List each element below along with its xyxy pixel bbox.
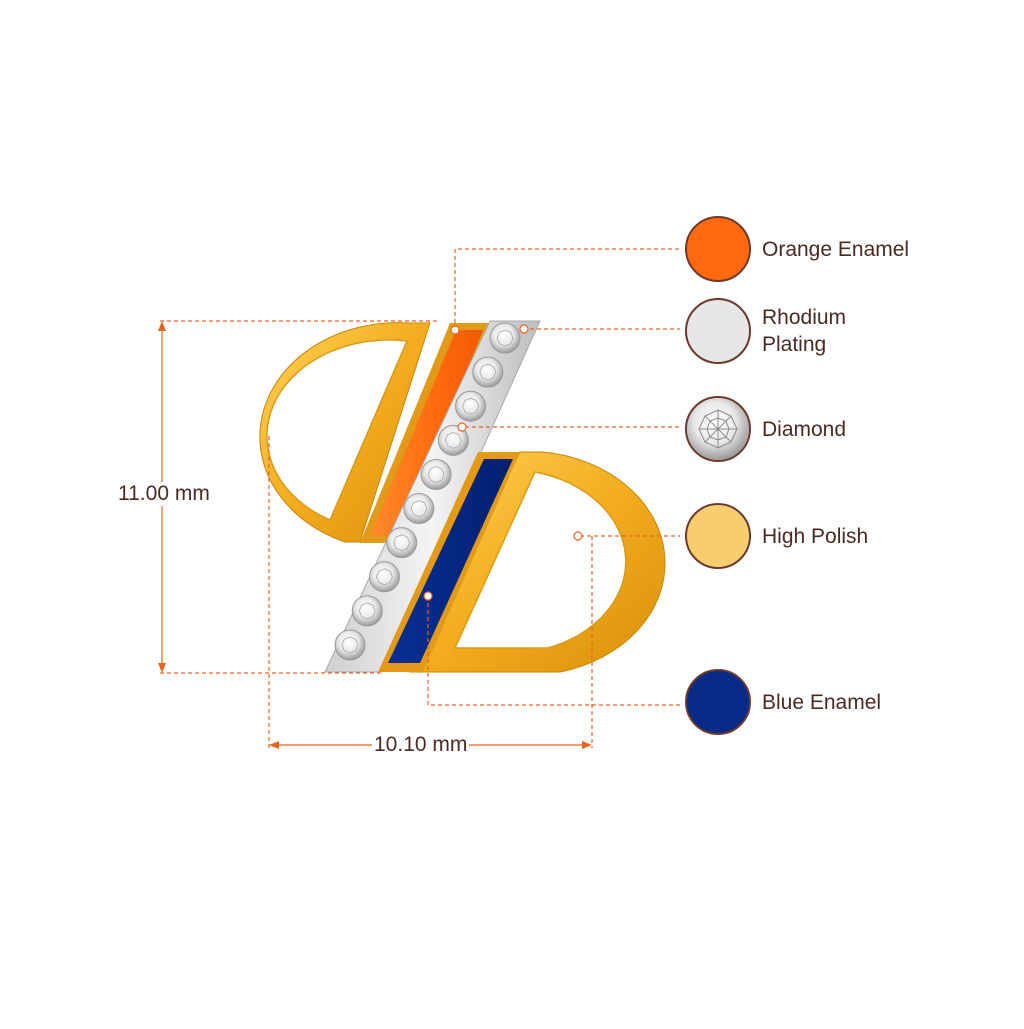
width-arrow-right — [582, 741, 592, 749]
anchor-blue — [423, 591, 433, 601]
anchor-polish — [573, 531, 583, 541]
anchor-diamond — [457, 422, 467, 432]
legend-blue-enamel: Blue Enamel — [685, 669, 881, 735]
leader-orange-enamel — [454, 248, 680, 330]
blue-enamel-fill — [388, 459, 513, 663]
leader-lines — [427, 248, 680, 706]
diamond-row — [334, 322, 521, 661]
diamond-stone — [455, 390, 487, 422]
diamond-swatch-icon — [685, 396, 751, 462]
legend-diamond: Diamond — [685, 396, 846, 462]
width-dimension-label: 10.10 mm — [372, 733, 470, 757]
lower-d-opening — [453, 471, 627, 649]
legend-label-blue-enamel: Blue Enamel — [762, 690, 882, 714]
diamond-stone — [334, 629, 366, 661]
diamond-stone — [351, 595, 383, 627]
leader-anchors — [423, 324, 583, 601]
anchor-rhodium — [519, 324, 529, 334]
high-polish-swatch-icon — [685, 503, 751, 569]
blue-enamel-swatch-icon — [685, 669, 751, 735]
legend-orange-enamel: Orange Enamel — [685, 216, 909, 282]
orange-enamel-fill — [370, 330, 483, 536]
leader-blue-enamel — [427, 596, 680, 706]
diamond-stone — [489, 322, 521, 354]
upper-d-opening — [266, 339, 409, 521]
width-arrow-left — [269, 741, 279, 749]
anchor-orange — [450, 325, 460, 335]
diamond-facet-icon — [687, 398, 749, 460]
height-arrow-top — [158, 321, 166, 331]
height-arrow-bottom — [158, 663, 166, 673]
diamond-stone — [403, 493, 435, 525]
legend-rhodium-plating: Rhodium Plating — [685, 298, 846, 364]
diamond-stone — [472, 356, 504, 388]
legend-label-diamond: Diamond — [762, 417, 847, 441]
height-dimension-label: 11.00 mm — [118, 482, 210, 506]
orange-enamel-swatch-icon — [685, 216, 751, 282]
diamond-stone — [368, 561, 400, 593]
legend-high-polish: High Polish — [685, 503, 868, 569]
diamond-stone — [437, 424, 469, 456]
rhodium-plating-swatch-icon — [685, 298, 751, 364]
legend-label-orange-enamel: Orange Enamel — [762, 237, 910, 261]
diamond-stone — [420, 458, 452, 490]
diamond-stone — [386, 527, 418, 559]
legend-label-rhodium-plating: Rhodium Plating — [762, 306, 847, 356]
legend-label-high-polish: High Polish — [762, 524, 869, 548]
